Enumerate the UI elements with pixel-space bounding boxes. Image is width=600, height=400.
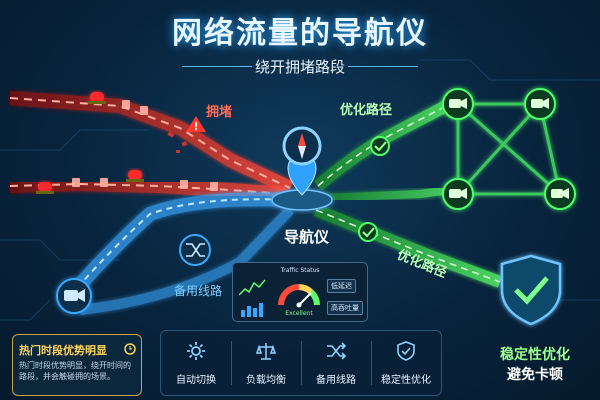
camera-node-3 bbox=[442, 178, 474, 210]
optimized-route-label-upper: 优化路径 bbox=[340, 103, 393, 118]
feature-label: 负载均衡 bbox=[246, 375, 286, 386]
check-icon-lower bbox=[358, 222, 378, 242]
siren-icon-3 bbox=[126, 170, 144, 182]
circuit-background bbox=[0, 59, 600, 321]
backup-route-label: 备用线路 bbox=[174, 284, 223, 298]
congested-route-upper bbox=[9, 91, 293, 195]
congested-route-lower bbox=[9, 176, 286, 201]
warning-icon: ! bbox=[186, 116, 206, 133]
optimized-route-middle bbox=[321, 186, 451, 202]
feature-divider bbox=[301, 341, 302, 385]
shuffle-icon bbox=[179, 234, 211, 266]
feature-auto-switch: 自动切换 bbox=[161, 331, 231, 395]
camera-node-1 bbox=[442, 88, 474, 120]
peak-hours-description: 热门时段优势明显，绕开时间的路段，并会触碰拥的场景。 bbox=[19, 361, 131, 381]
tag-low-latency: 低延迟 bbox=[327, 279, 356, 293]
siren-icon-2 bbox=[36, 182, 54, 194]
optimized-route-lower bbox=[313, 204, 503, 288]
optimized-route-upper bbox=[314, 98, 453, 191]
feature-label: 自动切换 bbox=[176, 375, 216, 386]
subtitle-divider-left bbox=[182, 66, 252, 67]
subtitle-divider-right bbox=[348, 66, 418, 67]
line-sparkline-icon bbox=[239, 279, 266, 296]
feature-label: 备用线路 bbox=[316, 375, 356, 386]
shuffle-icon bbox=[327, 342, 346, 360]
tag-high-throughput: 高吞吐量 bbox=[327, 301, 363, 315]
bar-sparkline-icon bbox=[241, 303, 263, 317]
speed-gauge-icon bbox=[278, 284, 320, 308]
traffic-status-panel: Traffic Status Excellent 低延迟 高吞吐量 bbox=[232, 262, 368, 322]
svg-text:!: ! bbox=[193, 120, 198, 133]
feature-stability: 稳定性优化 bbox=[371, 331, 441, 395]
shield-check-icon bbox=[397, 341, 415, 361]
shield-check-icon-result bbox=[500, 254, 562, 326]
traffic-status-title: Traffic Status bbox=[280, 267, 320, 274]
congestion-debris bbox=[167, 131, 197, 153]
navigator-label: 导航仪 bbox=[284, 228, 330, 246]
congestion-label: 拥堵 bbox=[206, 105, 233, 120]
feature-divider bbox=[371, 341, 372, 385]
congested-packets bbox=[72, 100, 218, 191]
peak-hours-card: 热门时段优势明显 热门时段优势明显，绕开时间的路段，并会触碰拥的场景。 bbox=[12, 334, 142, 396]
gear-icon bbox=[187, 342, 205, 360]
feature-backup-route: 备用线路 bbox=[301, 331, 371, 395]
siren-icon-1 bbox=[88, 92, 106, 104]
camera-node-4 bbox=[544, 178, 576, 210]
check-icon-upper bbox=[370, 136, 390, 156]
feature-bar: 自动切换 负载均衡 备用线路 稳定性优化 bbox=[160, 330, 442, 396]
peak-hours-title: 热门时段优势明显 bbox=[19, 344, 107, 357]
page-subtitle: 绕开拥堵路段 bbox=[254, 58, 345, 76]
camera-node-source bbox=[56, 278, 92, 314]
result-line-1: 稳定性优化 bbox=[500, 347, 570, 363]
gauge-status-label: Excellent bbox=[285, 310, 313, 317]
page-title: 网络流量的导航仪 bbox=[172, 16, 428, 51]
alarm-clock-icon bbox=[124, 343, 136, 355]
camera-node-2 bbox=[524, 88, 556, 120]
result-line-2: 避免卡顿 bbox=[507, 367, 563, 383]
navigator-compass-icon bbox=[271, 126, 333, 211]
balance-scale-icon bbox=[256, 343, 276, 360]
feature-label: 稳定性优化 bbox=[381, 375, 431, 386]
feature-load-balance: 负载均衡 bbox=[231, 331, 301, 395]
backup-route bbox=[64, 192, 294, 315]
feature-divider bbox=[231, 341, 232, 385]
